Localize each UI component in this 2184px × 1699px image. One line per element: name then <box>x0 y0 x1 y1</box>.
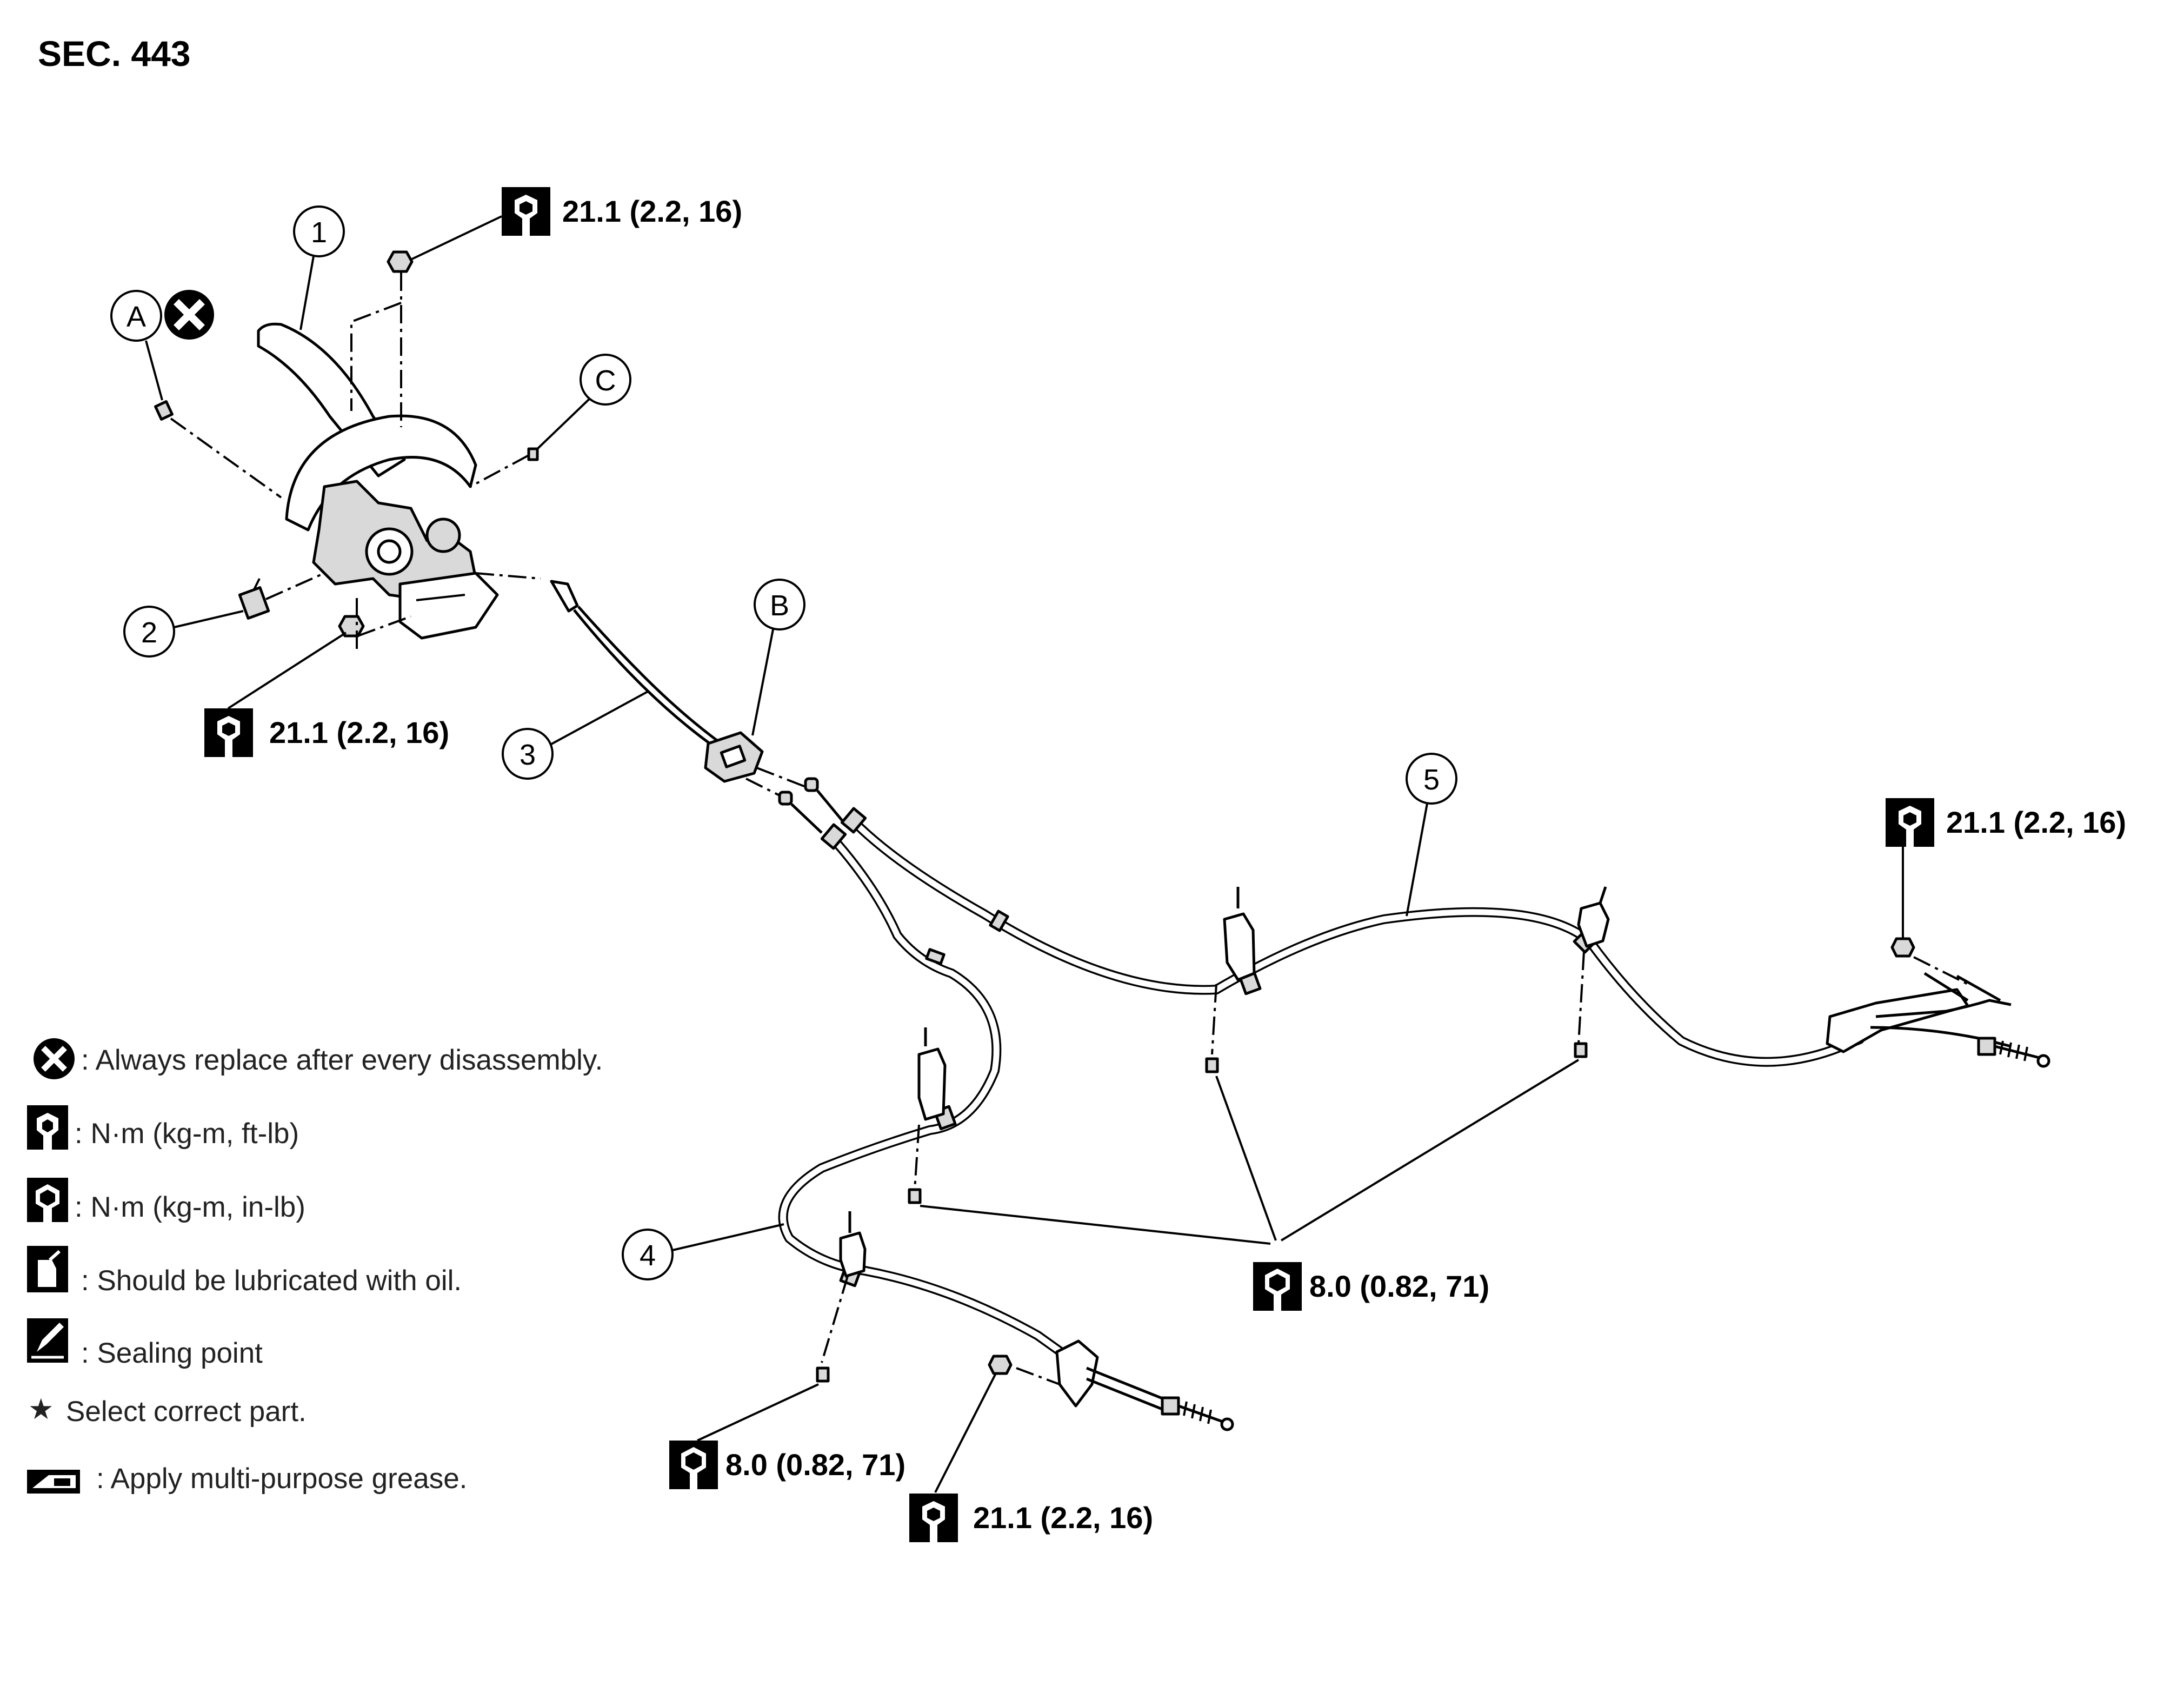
svg-text:8.0 (0.82, 71): 8.0 (0.82, 71) <box>725 1448 905 1482</box>
section-title: SEC. 443 <box>38 34 191 74</box>
right-end-bolt <box>1890 937 1915 958</box>
callout-3: 3 <box>502 690 649 780</box>
callout-b: B <box>751 579 805 736</box>
rear-cable-right <box>816 789 2050 1068</box>
cable-clip-left-upper <box>917 1027 947 1121</box>
svg-text:3: 3 <box>520 739 536 771</box>
callout-5: 5 <box>1406 753 1457 917</box>
callout-c: C <box>535 354 631 451</box>
svg-text:: Sealing point: : Sealing point <box>81 1337 263 1369</box>
cable-clip-left-lower <box>839 1211 867 1278</box>
callout-4: 4 <box>622 1223 784 1280</box>
assembly-line-equalizer-2 <box>745 778 784 799</box>
callout-1: 1 <box>293 205 345 330</box>
torque-spec-left-end: 21.1 (2.2, 16) <box>909 1373 1153 1542</box>
torque-in-lb-icon <box>27 1178 68 1222</box>
svg-text:5: 5 <box>1423 764 1440 796</box>
cable-clip-mid <box>1223 887 1256 981</box>
svg-text:A: A <box>126 301 146 333</box>
left-end-bolt <box>988 1355 1013 1375</box>
torque-spec-lever-lower: 21.1 (2.2, 16) <box>204 632 449 757</box>
svg-text:2: 2 <box>141 616 157 649</box>
assembly-line-c <box>470 454 529 488</box>
torque-ft-lb-icon <box>27 1105 68 1150</box>
bolt-clip-left-lower <box>816 1366 830 1383</box>
cable-end-left <box>778 791 793 806</box>
assembly-line-clip-left-lower <box>821 1276 849 1363</box>
assembly-line-clip-right <box>1577 951 1585 1044</box>
svg-text:21.1 (2.2, 16): 21.1 (2.2, 16) <box>973 1501 1153 1535</box>
legend: : Always replace after every disassembly… <box>27 1038 603 1495</box>
front-cable <box>550 580 764 783</box>
svg-text:: Should be lubricated with oi: : Should be lubricated with oil. <box>81 1265 462 1297</box>
svg-text:21.1 (2.2, 16): 21.1 (2.2, 16) <box>1946 805 2126 839</box>
svg-text:1: 1 <box>311 216 327 249</box>
svg-text:21.1 (2.2, 16): 21.1 (2.2, 16) <box>562 194 742 228</box>
svg-text:4: 4 <box>640 1239 656 1272</box>
assembly-line-clip-mid <box>1211 984 1217 1055</box>
assembly-line-left-end-bolt <box>1016 1367 1060 1385</box>
assembly-line-lower-nut <box>357 615 411 637</box>
svg-text:B: B <box>770 589 789 622</box>
torque-spec-lever-upper: 21.1 (2.2, 16) <box>410 187 742 261</box>
assembly-line-front-cable <box>475 572 541 580</box>
svg-text:: Always replace after every d: : Always replace after every disassembly… <box>81 1044 603 1076</box>
lever-lower-nut <box>338 615 365 638</box>
torque-spec-clip-left-lower: 8.0 (0.82, 71) <box>669 1383 905 1489</box>
callout-a: A <box>110 290 163 401</box>
svg-text:: Apply multi-purpose grease.: : Apply multi-purpose grease. <box>96 1463 467 1495</box>
assembly-line-equalizer <box>756 767 806 788</box>
cable-clip-right <box>1577 886 1610 948</box>
assembly-line-right-end-bolt <box>1913 956 1968 985</box>
grease-icon <box>27 1470 80 1494</box>
star-icon: ★ <box>28 1393 54 1425</box>
cable-end-right <box>804 777 819 792</box>
always-replace-icon <box>34 1038 75 1079</box>
parking-brake-lever <box>257 322 499 640</box>
svg-text:C: C <box>595 364 616 397</box>
always-replace-marker-a <box>164 290 214 340</box>
torque-spec-clips: 8.0 (0.82, 71) <box>920 1059 1580 1311</box>
svg-text:: N·m (kg-m, ft-lb): : N·m (kg-m, ft-lb) <box>75 1118 299 1150</box>
svg-text:8.0 (0.82, 71): 8.0 (0.82, 71) <box>1309 1269 1489 1303</box>
lever-upper-nut <box>387 250 414 273</box>
svg-text:Select correct part.: Select correct part. <box>66 1396 307 1428</box>
oil-can-icon <box>27 1246 68 1292</box>
bolt-clip-left-upper <box>908 1188 922 1204</box>
bolt-clip-mid <box>1205 1057 1219 1073</box>
lever-pin-c <box>527 447 539 461</box>
lever-clip-a <box>154 400 174 421</box>
rear-cable-left <box>778 803 1234 1431</box>
svg-text:21.1 (2.2, 16): 21.1 (2.2, 16) <box>269 715 449 749</box>
warning-lamp-switch <box>238 578 270 620</box>
svg-text:: N·m (kg-m, in-lb): : N·m (kg-m, in-lb) <box>75 1191 305 1223</box>
assembly-line-upper-nut-2 <box>350 302 402 411</box>
assembly-line-switch <box>265 572 325 600</box>
assembly-line-clip-left-upper <box>914 1124 920 1190</box>
bolt-clip-right <box>1574 1042 1588 1058</box>
torque-spec-right-end: 21.1 (2.2, 16) <box>1886 798 2126 939</box>
sealing-point-icon <box>27 1318 68 1363</box>
callout-2: 2 <box>123 606 244 658</box>
assembly-line-a <box>170 417 282 499</box>
